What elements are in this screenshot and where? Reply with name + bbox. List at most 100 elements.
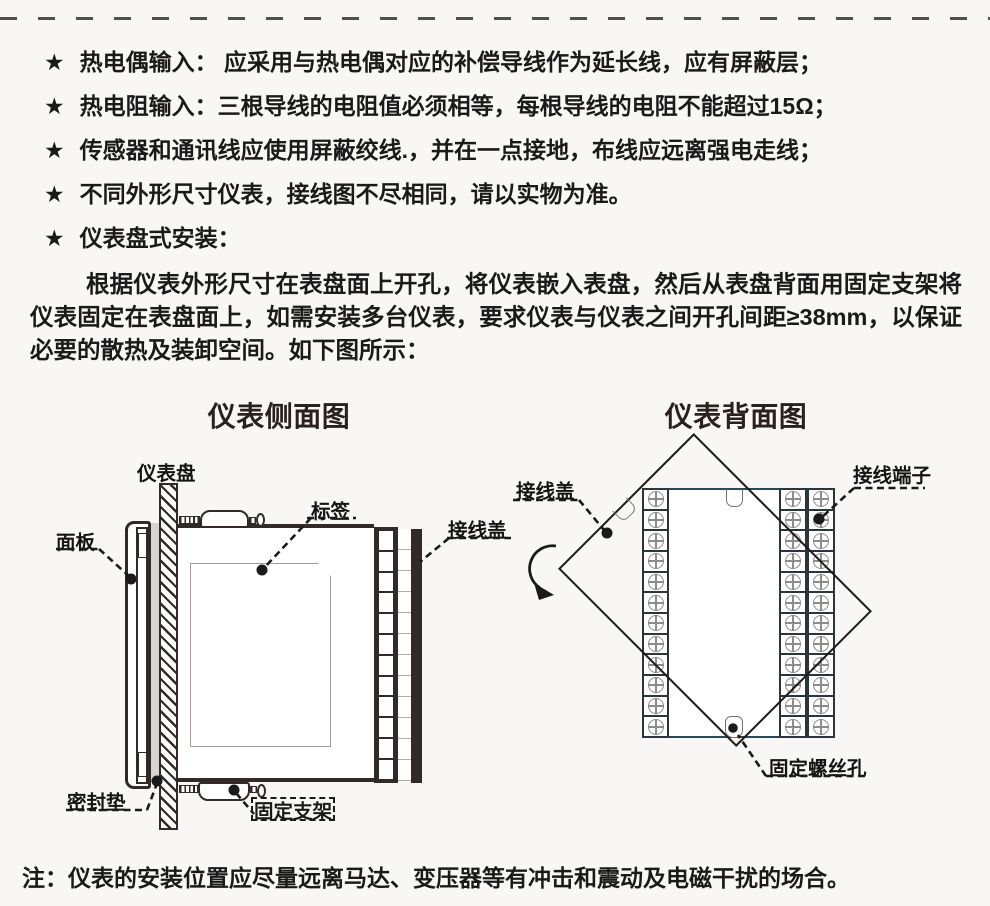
terminal-strip-cell: [377, 674, 395, 698]
screw-icon: [813, 594, 829, 611]
bullet-text: 传感器和通讯线应使用屏蔽绞线.，并在一点接地，布线应远离强电走线；: [79, 137, 823, 163]
screw-icon: [785, 636, 801, 653]
terminal-column-right-outer: [807, 488, 835, 739]
terminal-screw-cell: [807, 508, 835, 532]
terminal-strip-cell: [377, 612, 395, 636]
terminal-strip-cell: [377, 632, 395, 657]
star-bullet-icon: ★: [44, 93, 65, 119]
terminal-strip-cell: [377, 653, 395, 677]
terminal-strip-cell: [377, 716, 395, 740]
terminal-strip-cell: [377, 736, 395, 761]
screw-icon: [785, 594, 801, 611]
terminal-screw-cell: [779, 488, 807, 511]
installation-note: 注：仪表的安装位置应尽量远离马达、变压器等有冲击和震动及电磁干扰的场合。: [22, 865, 850, 891]
terminal-screw-cell: [642, 694, 669, 718]
sticker-label-area: [190, 563, 331, 747]
screw-icon: [813, 532, 829, 549]
bracket-screw-thread-bottom-right: [250, 786, 257, 793]
bracket-screw-thread-top-right: [249, 517, 256, 524]
front-bezel-inner-strip: [136, 527, 148, 784]
screw-icon: [785, 656, 801, 673]
star-bullet-icon: ★: [44, 181, 65, 207]
screw-icon: [647, 491, 664, 508]
rotation-arrow-head: [534, 583, 554, 600]
terminal-screw-cell: [807, 529, 835, 553]
screw-icon: [647, 574, 664, 591]
terminal-screw-cell: [779, 550, 807, 573]
rotation-arrow-arc: [528, 544, 557, 590]
back-view-title: 仪表背面图: [664, 402, 808, 433]
label-wiring-terminal: 接线端子: [853, 465, 932, 487]
screw-icon: [813, 636, 829, 653]
star-bullet-icon: ★: [44, 49, 65, 75]
label-fixing-bracket: 固定支架: [253, 800, 332, 823]
terminal-strip-side: [374, 527, 398, 783]
screw-icon: [813, 677, 829, 694]
panel-wall-hatched-bar: [159, 483, 178, 830]
terminal-screw-cell: [642, 488, 669, 511]
screw-icon: [813, 553, 829, 570]
terminal-screw-cell: [642, 632, 669, 656]
screw-icon: [647, 594, 664, 611]
leader-wiring-cover-side: [419, 536, 450, 564]
screw-icon: [813, 615, 829, 632]
terminal-screw-cell: [807, 715, 835, 739]
label-gasket: 密封垫: [67, 792, 126, 814]
bracket-screw-thread-top: [179, 516, 200, 524]
leader-gasket: [145, 785, 158, 811]
bullet-thermocouple: ★ 热电偶输入： 应采用与热电偶对应的补偿导线作为延长线，应有屏蔽层；: [44, 49, 974, 76]
bullet-text: 热电阻输入：三根导线的电阻值必须相等，每根导线的电阻不能超过15Ω；: [79, 93, 837, 119]
screw-icon: [785, 615, 801, 632]
screw-icon: [647, 718, 664, 735]
bullet-list: ★ 热电偶输入： 应采用与热电偶对应的补偿导线作为延长线，应有屏蔽层； ★ 热电…: [44, 49, 974, 269]
label-fixing-screw-hole: 固定螺丝孔: [769, 758, 867, 780]
screw-icon: [785, 553, 801, 570]
screw-icon: [647, 532, 664, 549]
screw-icon: [647, 636, 664, 653]
screw-icon: [647, 553, 664, 570]
terminal-screw-cell: [779, 529, 807, 553]
label-sticker: 标签: [311, 501, 351, 523]
bullet-panel-mount: ★ 仪表盘式安装：: [44, 225, 974, 252]
terminal-screw-cell: [807, 570, 835, 594]
label-wiring-cover-back: 接线盖: [516, 481, 575, 503]
terminal-screw-cell: [642, 612, 669, 635]
screw-icon: [785, 491, 801, 508]
terminal-strip-cell: [377, 529, 395, 553]
bullet-text: 不同外形尺寸仪表，接线图不尽相同，请以实物为准。: [79, 181, 632, 207]
sealing-gasket-strip: [149, 523, 159, 782]
screw-icon: [813, 491, 829, 508]
bullet-text: 热电偶输入： 应采用与热电偶对应的补偿导线作为延长线，应有屏蔽层；: [79, 49, 823, 75]
terminal-gap-column: [398, 529, 411, 781]
screw-icon: [785, 718, 801, 735]
screw-icon: [647, 656, 664, 673]
bullet-rtd: ★ 热电阻输入：三根导线的电阻值必须相等，每根导线的电阻不能超过15Ω；: [44, 93, 974, 120]
screw-icon: [813, 718, 829, 735]
fixing-bracket-top: [200, 510, 249, 528]
terminal-strip-cell: [377, 549, 395, 573]
bullet-sensor-wiring: ★ 传感器和通讯线应使用屏蔽绞线.，并在一点接地，布线应远离强电走线；: [44, 137, 974, 164]
fixing-bracket-bottom: [198, 782, 250, 801]
label-instrument-panel: 仪表盘: [137, 463, 196, 485]
bezel-button-bottom: [138, 752, 147, 777]
side-view-title: 仪表侧面图: [207, 402, 351, 433]
screw-icon: [813, 656, 829, 673]
terminal-screw-cell: [807, 653, 835, 677]
screw-icon: [785, 677, 801, 694]
page-top-dashed-divider: [0, 17, 990, 20]
screw-icon: [785, 512, 801, 528]
screw-icon: [785, 532, 801, 549]
screw-icon: [647, 615, 664, 632]
installation-paragraph: 根据仪表外形尺寸在表盘面上开孔，将仪表嵌入表盘，然后从表盘背面用固定支架将仪表固…: [30, 271, 962, 363]
label-fixing-bracket-box: 固定支架: [251, 797, 335, 823]
screw-icon: [785, 698, 801, 715]
terminal-column-right-inner: [779, 488, 807, 739]
screw-icon: [647, 512, 664, 528]
terminal-strip-cell: [377, 695, 395, 719]
terminal-strip-cell: [377, 570, 395, 594]
bezel-button-top: [138, 533, 147, 558]
label-wiring-cover-side: 接线盖: [448, 520, 507, 542]
terminal-screw-cell: [642, 674, 669, 697]
star-bullet-icon: ★: [44, 225, 65, 251]
